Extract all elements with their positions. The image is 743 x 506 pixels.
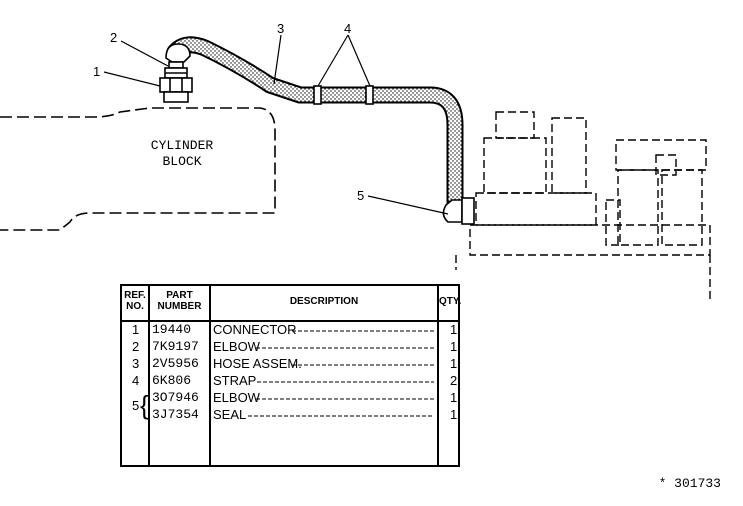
elbow-ref5 <box>442 197 475 225</box>
row-description: ELBOW <box>213 339 260 354</box>
description-leaders <box>248 330 434 417</box>
connector-ref1 <box>159 67 193 103</box>
row-qty: 1 <box>450 339 458 354</box>
row-part: 3J7354 <box>152 407 199 422</box>
leader-lines <box>103 34 449 215</box>
row-part: 19440 <box>152 322 192 337</box>
block-label-line2: BLOCK <box>162 154 202 169</box>
parts-table: REF. NO. PART NUMBER DESCRIPTION QTY. 1 … <box>120 284 462 467</box>
row-ref: 3 <box>132 356 140 371</box>
callout-2: 2 <box>110 30 118 45</box>
row-qty: 1 <box>450 407 458 422</box>
row-qty: 1 <box>450 322 458 337</box>
row-description: STRAP <box>213 373 257 388</box>
row-ref: 1 <box>132 322 140 337</box>
callout-5: 5 <box>357 188 365 203</box>
header-ref: REF. NO. <box>124 290 146 312</box>
header-part: PART NUMBER <box>157 290 202 312</box>
row-description: ELBOW <box>213 390 260 405</box>
row-part: 2V5956 <box>152 356 199 371</box>
document-number: * 301733 <box>658 476 721 491</box>
row-description: HOSE ASSEM. <box>213 356 302 371</box>
brace-glyph: { <box>140 390 149 420</box>
hose-assembly <box>166 36 464 214</box>
block-label-line1: CYLINDER <box>150 138 214 153</box>
header-qty: QTY. <box>439 296 462 307</box>
row-description: SEAL <box>213 407 247 422</box>
header-description: DESCRIPTION <box>289 296 359 307</box>
callout-1: 1 <box>93 64 101 79</box>
cylinder-block-label: CYLINDER BLOCK <box>140 138 224 170</box>
row-part: 6K806 <box>152 373 192 388</box>
row-part: 7K9197 <box>152 339 199 354</box>
engine-component <box>455 111 711 300</box>
elbow-ref2 <box>165 43 191 69</box>
row-ref: 2 <box>132 339 140 354</box>
row-ref: 4 <box>132 373 140 388</box>
row-ref: 5 <box>132 398 140 413</box>
callout-3: 3 <box>277 21 285 36</box>
row-qty: 1 <box>450 390 458 405</box>
row-qty: 2 <box>450 373 458 388</box>
row-description: CONNECTOR <box>213 322 297 337</box>
callout-4: 4 <box>344 21 352 36</box>
row-qty: 1 <box>450 356 458 371</box>
cylinder-block <box>0 107 276 231</box>
row-part: 3O7946 <box>152 390 199 405</box>
